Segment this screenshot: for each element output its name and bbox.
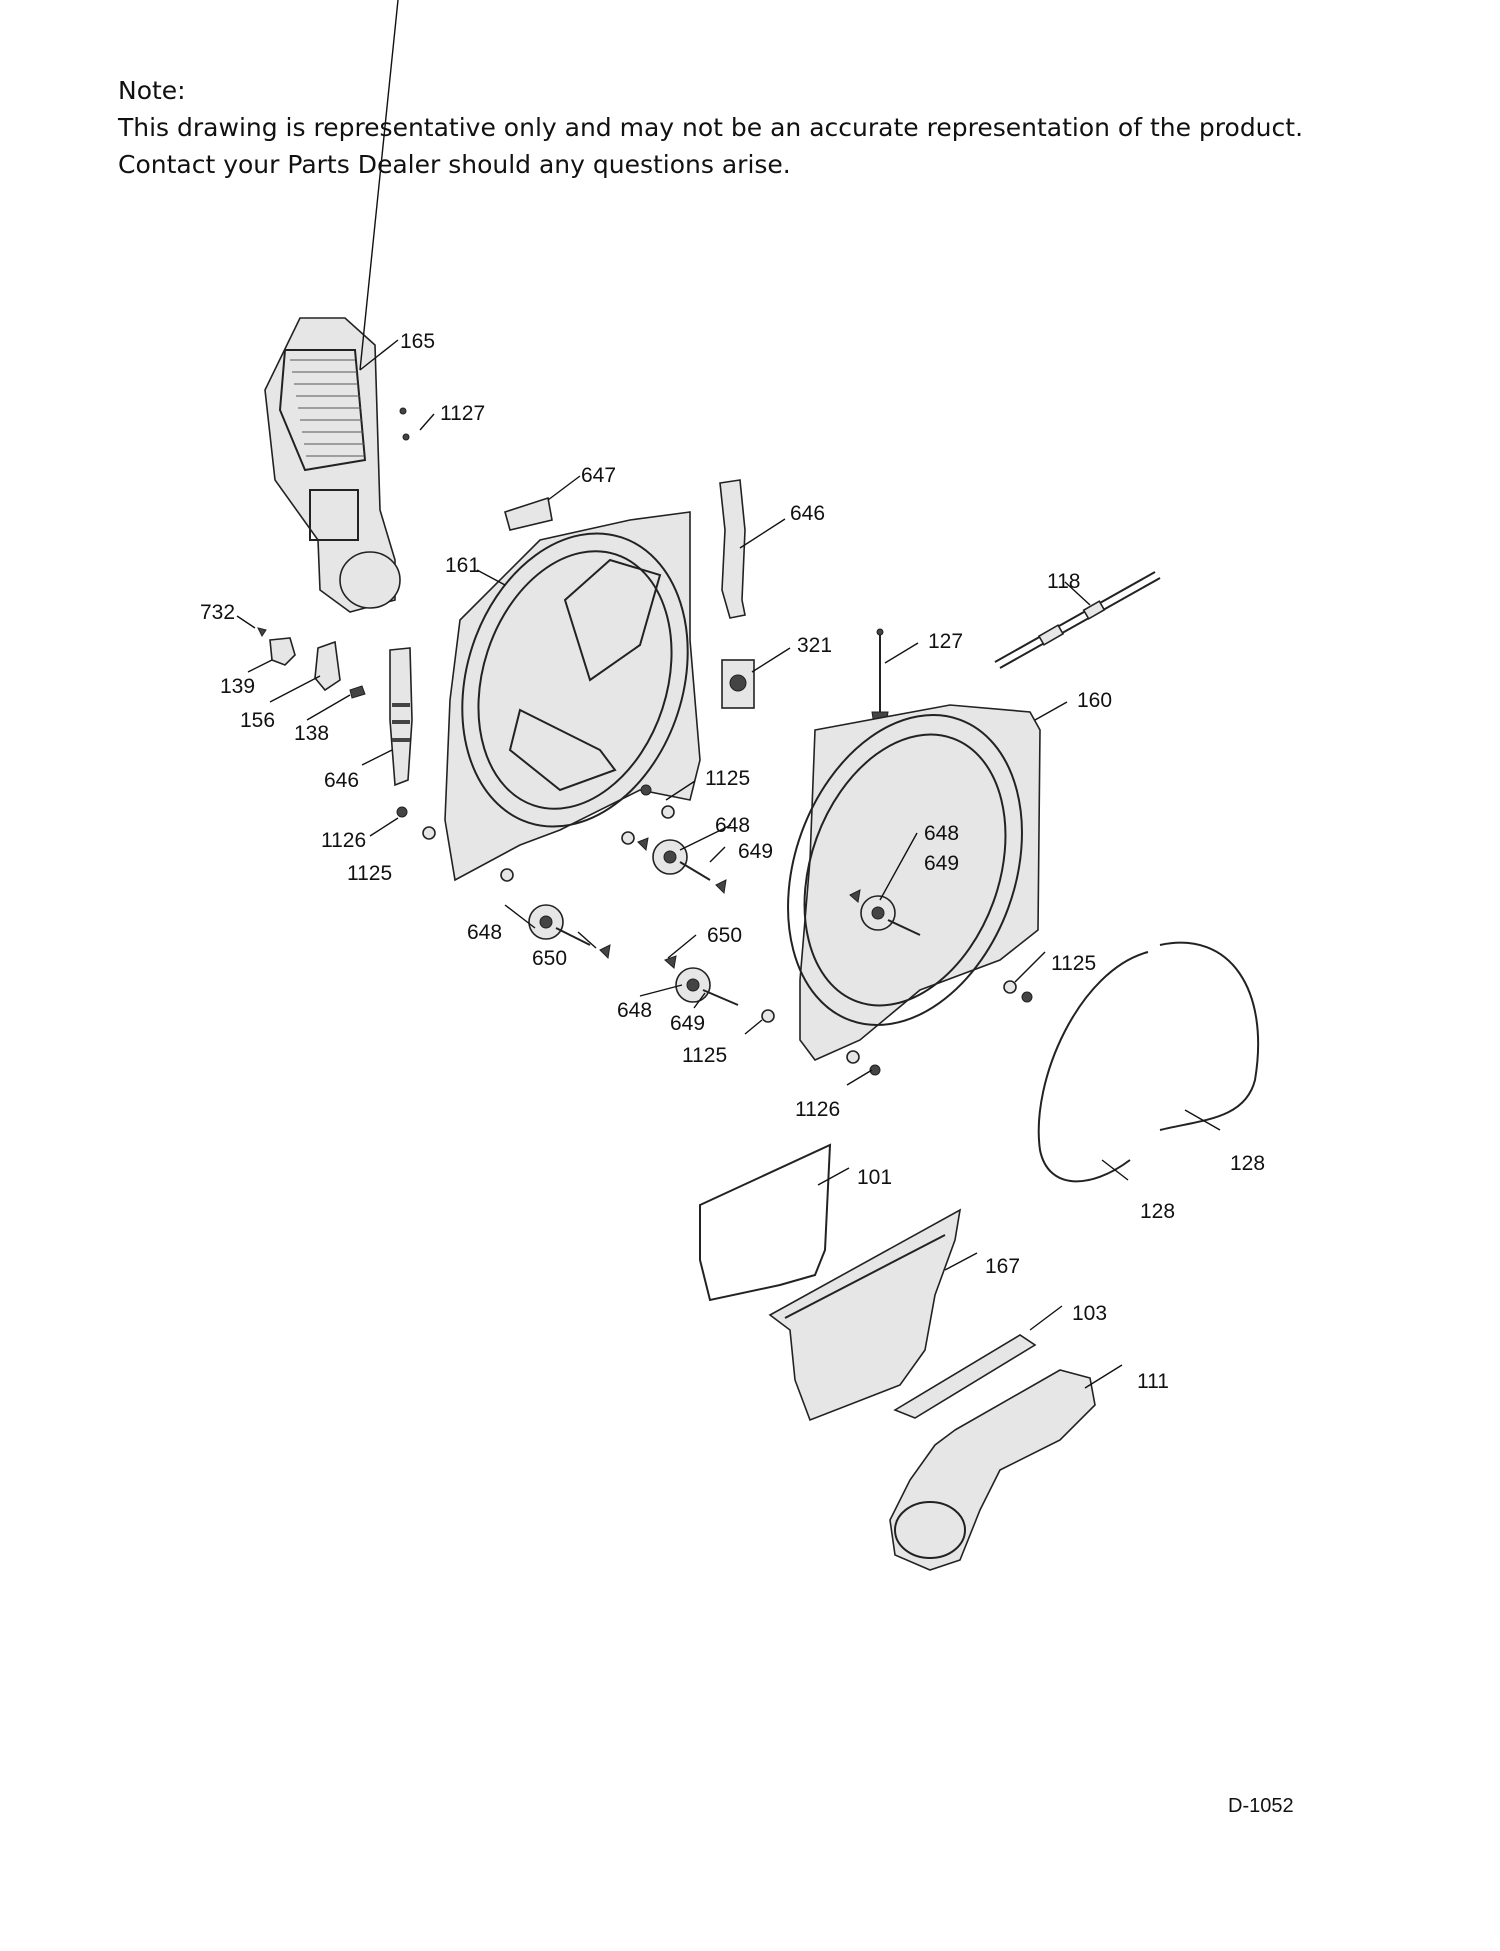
callout-labels: 165 1127 647 646 161 118 732 139 156 138… xyxy=(200,330,1265,1393)
callout-128-a: 128 xyxy=(1230,1152,1265,1175)
part-646-lower-bracket xyxy=(389,647,413,787)
callout-165: 165 xyxy=(400,330,435,353)
part-1127-screws xyxy=(399,407,410,441)
callout-128-b: 128 xyxy=(1140,1200,1175,1223)
part-321-component xyxy=(721,659,755,709)
callout-650-a: 650 xyxy=(532,947,567,970)
part-118-wire-harness xyxy=(994,571,1161,669)
part-160-rear-bulkhead xyxy=(787,704,1041,1061)
callout-138: 138 xyxy=(294,722,329,745)
part-103-gasket xyxy=(893,1334,1037,1419)
disclaimer-note: Note: This drawing is representative onl… xyxy=(118,72,1418,183)
callout-1125-a: 1125 xyxy=(705,767,750,790)
callout-646-lower: 646 xyxy=(324,769,359,792)
callout-1125-d: 1125 xyxy=(1051,952,1096,975)
callout-649-c: 649 xyxy=(670,1012,705,1035)
callout-118: 118 xyxy=(1047,570,1080,593)
note-heading: Note: xyxy=(118,76,186,105)
callout-167: 167 xyxy=(985,1255,1020,1278)
callout-101: 101 xyxy=(857,1166,892,1189)
callout-648-b: 648 xyxy=(467,921,502,944)
callout-646-upper: 646 xyxy=(790,502,825,525)
part-111-blower-housing xyxy=(889,1369,1096,1571)
part-646-upper-bracket xyxy=(719,479,746,619)
callout-650-b: 650 xyxy=(707,924,742,947)
part-127-probe xyxy=(871,628,889,726)
callout-1127: 1127 xyxy=(440,402,485,425)
callout-648-a: 648 xyxy=(715,814,750,837)
part-165-duct xyxy=(264,317,401,613)
callout-139: 139 xyxy=(220,675,255,698)
callout-1126-b: 1126 xyxy=(795,1098,840,1121)
part-128-seals xyxy=(1037,941,1260,1183)
callout-321: 321 xyxy=(797,634,832,657)
callout-127: 127 xyxy=(928,630,963,653)
callout-648-c: 648 xyxy=(924,822,959,845)
small-parts-switch-group xyxy=(257,627,366,699)
part-647-clip xyxy=(504,496,553,531)
callout-111: 111 xyxy=(1137,1370,1169,1393)
callout-732: 732 xyxy=(200,601,235,624)
part-646-lower-bracket-ribs xyxy=(392,703,410,742)
part-101-frame-seal xyxy=(699,1143,832,1302)
part-161-front-bulkhead xyxy=(444,511,701,882)
callout-647: 647 xyxy=(581,464,616,487)
callout-156: 156 xyxy=(240,709,275,732)
callout-1125-c: 1125 xyxy=(682,1044,727,1067)
callout-1126-a: 1126 xyxy=(321,829,366,852)
callout-649-b: 649 xyxy=(924,852,959,875)
callout-161: 161 xyxy=(445,554,480,577)
roller-assemblies xyxy=(396,784,1033,1076)
callout-649-a: 649 xyxy=(738,840,773,863)
callout-160: 160 xyxy=(1077,689,1112,712)
drawing-code: D-1052 xyxy=(1228,1795,1294,1817)
note-line-1: This drawing is representative only and … xyxy=(118,113,1304,142)
callout-1125-b: 1125 xyxy=(347,862,392,885)
callout-648-d: 648 xyxy=(617,999,652,1022)
note-line-2: Contact your Parts Dealer should any que… xyxy=(118,150,791,179)
callout-103: 103 xyxy=(1072,1302,1107,1325)
part-167-lint-duct xyxy=(768,1208,962,1422)
leader-lines xyxy=(236,0,1221,1389)
